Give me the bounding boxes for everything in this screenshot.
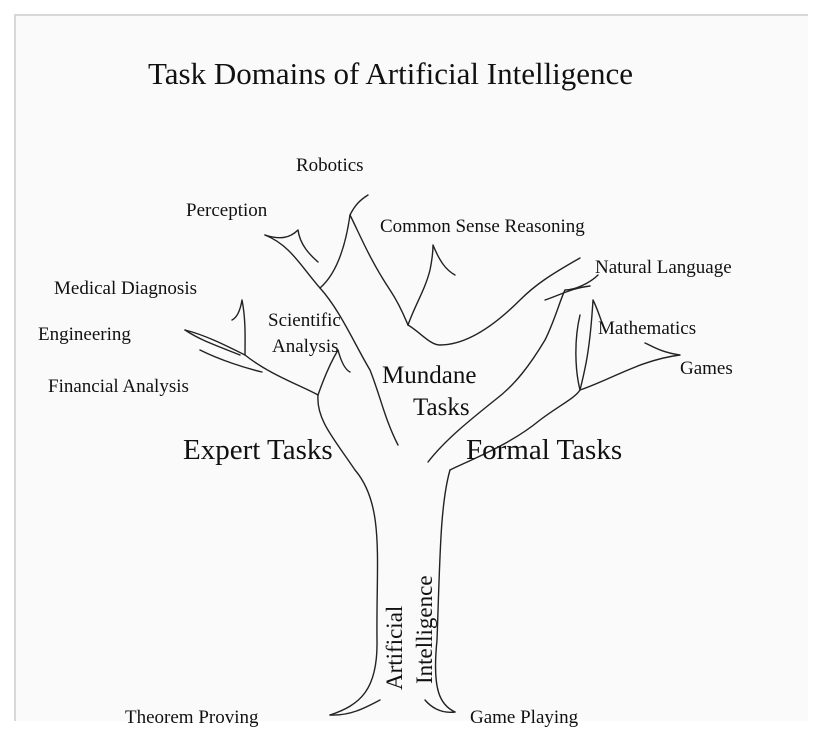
branch-financial bbox=[199, 349, 263, 373]
tree-outline bbox=[184, 194, 681, 716]
root-right bbox=[424, 699, 456, 714]
branch-robotics bbox=[319, 194, 369, 289]
label-games: Games bbox=[680, 358, 733, 379]
branch-medical bbox=[231, 299, 246, 356]
root-left bbox=[329, 699, 381, 716]
branch-natural-language bbox=[544, 285, 591, 301]
formal-tasks-label: Formal Tasks bbox=[466, 434, 622, 466]
label-analysis: Analysis bbox=[272, 336, 339, 357]
label-medical-diagnosis: Medical Diagnosis bbox=[54, 278, 197, 299]
label-theorem-proving: Theorem Proving bbox=[125, 707, 259, 728]
trunk-right-edge bbox=[434, 469, 456, 713]
trunk-label-intelligence: Intelligence bbox=[412, 575, 437, 684]
branch-mundane-right bbox=[407, 257, 581, 346]
expert-tasks-label: Expert Tasks bbox=[183, 434, 333, 466]
diagram-frame bbox=[14, 14, 808, 721]
branch-perception bbox=[264, 229, 319, 263]
branch-engineering bbox=[184, 329, 241, 356]
trunk-left-edge bbox=[317, 394, 379, 716]
label-game-playing: Game Playing bbox=[470, 707, 579, 728]
trunk-label-artificial: Artificial bbox=[382, 606, 407, 690]
limb-expert-inner bbox=[264, 234, 399, 446]
label-perception: Perception bbox=[186, 200, 268, 221]
branch-common-sense bbox=[407, 244, 456, 326]
label-common-sense-reasoning: Common Sense Reasoning bbox=[380, 216, 585, 237]
mundane-tasks-label-line1: Mundane bbox=[382, 362, 476, 389]
label-scientific: Scientific bbox=[268, 310, 341, 331]
limb-formal-inner bbox=[427, 274, 599, 463]
label-engineering: Engineering bbox=[38, 324, 131, 345]
branch-games bbox=[579, 342, 681, 391]
label-mathematics: Mathematics bbox=[598, 318, 696, 339]
branch-scientific bbox=[317, 349, 351, 396]
branch-mathematics bbox=[575, 314, 581, 391]
label-natural-language: Natural Language bbox=[595, 257, 732, 278]
diagram-title: Task Domains of Artificial Intelligence bbox=[148, 56, 633, 91]
label-financial-analysis: Financial Analysis bbox=[48, 376, 189, 397]
mundane-tasks-label-line2: Tasks bbox=[413, 394, 470, 421]
branch-mundane-join bbox=[349, 214, 409, 326]
label-robotics: Robotics bbox=[296, 155, 364, 176]
